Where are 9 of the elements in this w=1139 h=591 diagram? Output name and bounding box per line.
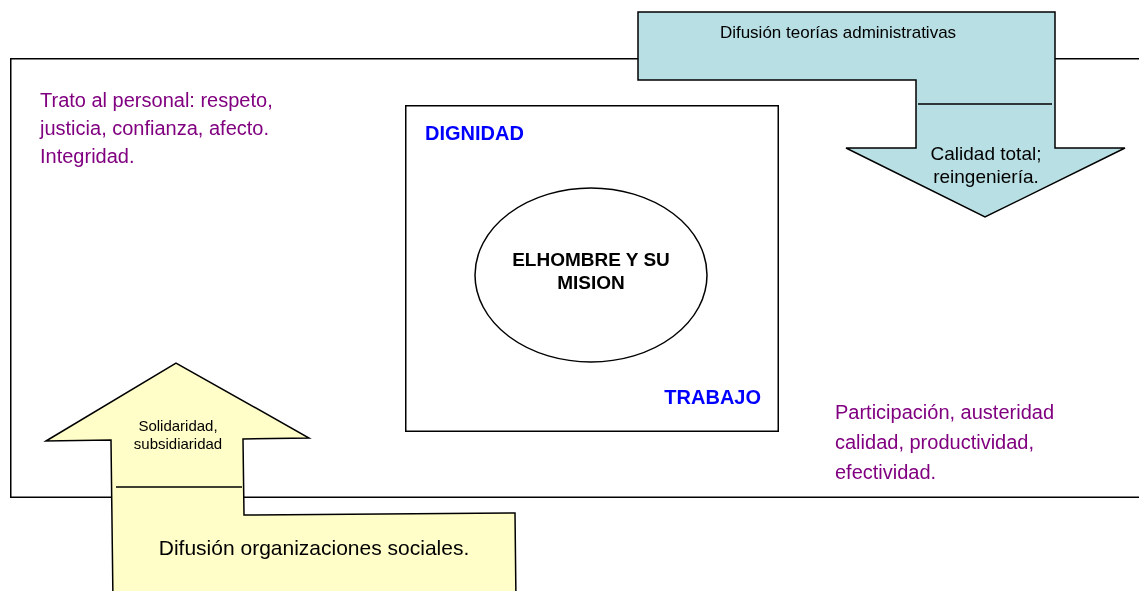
- arrow-text: Calidad total; reingeniería.: [929, 143, 1043, 189]
- center-text: ELHOMBRE Y SU MISION: [511, 249, 671, 295]
- arrow-text: Difusión organizaciones sociales.: [157, 535, 471, 561]
- arrow-text: Difusión teorías administrativas: [718, 23, 958, 44]
- heading-text: DIGNIDAD: [425, 121, 525, 145]
- note-text: Trato al personal: respeto, justicia, confianza, afecto. Integridad.: [40, 88, 274, 169]
- arrow-text: Solidaridad, subsidiaridad: [132, 417, 224, 453]
- note-text: Participación, austeridad calidad, productividad, efectividad.: [835, 400, 1055, 485]
- heading-text: TRABAJO: [663, 385, 761, 409]
